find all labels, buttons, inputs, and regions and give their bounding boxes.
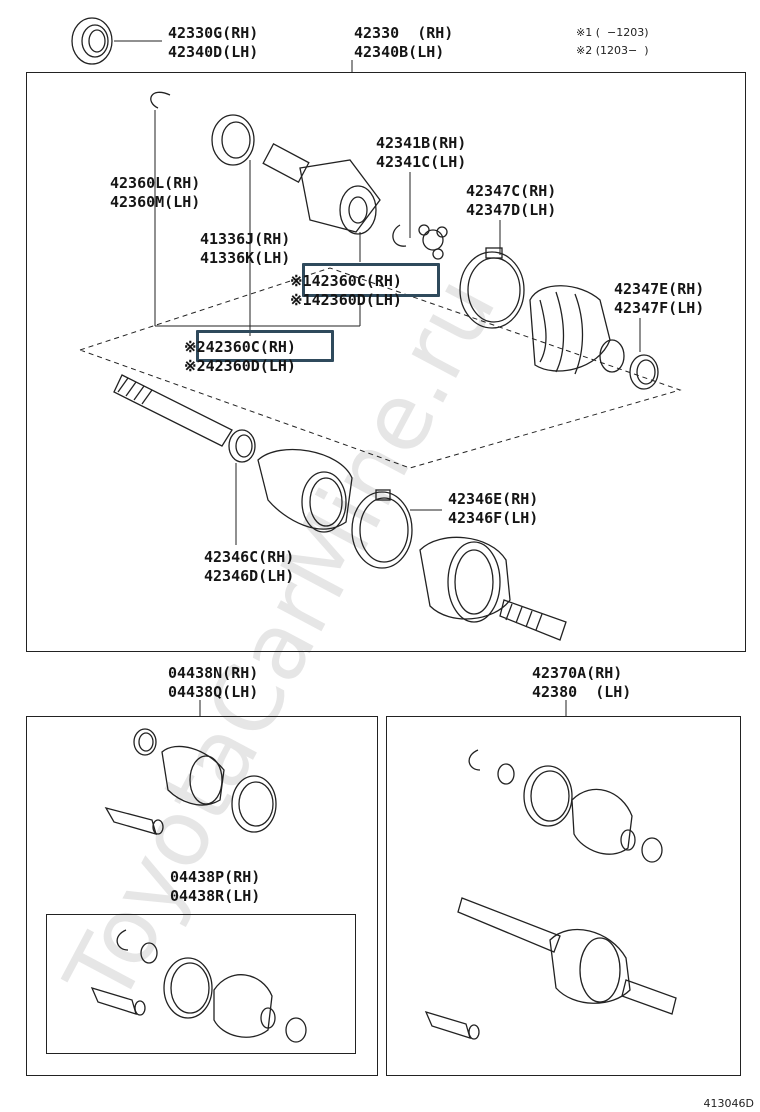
part-number-lh: ※242360D(LH) <box>184 357 296 375</box>
label-shaft-top[interactable]: 42330 (RH)42340B(LH) <box>354 24 453 62</box>
dashed-boundary <box>79 267 682 469</box>
part-number-lh: 42360M(LH) <box>110 193 201 211</box>
part-number-rh: 42330G(RH) <box>168 24 259 42</box>
assy-frame <box>386 716 741 1076</box>
part-number-rh: 42330 (RH) <box>354 24 454 42</box>
part-number-rh: 04438P(RH) <box>170 868 261 886</box>
label-inner-joint[interactable]: ※142360C(RH)※142360D(LH) <box>290 272 402 310</box>
part-number-rh: 41336J(RH) <box>200 230 291 248</box>
label-band-inboard[interactable]: 42347C(RH)42347D(LH) <box>466 182 556 220</box>
label-tripod[interactable]: 42341B(RH)42341C(LH) <box>376 134 466 172</box>
label-inboard-shaft[interactable]: 41336J(RH)41336K(LH) <box>200 230 290 268</box>
label-kit-inner[interactable]: 04438P(RH)04438R(LH) <box>170 868 260 906</box>
part-number-lh: 42347D(LH) <box>466 201 557 219</box>
part-number-rh: 42347E(RH) <box>614 280 705 298</box>
label-kit-left[interactable]: 04438N(RH)04438Q(LH) <box>168 664 258 702</box>
kit-inner-art <box>90 929 307 1043</box>
part-number-rh: 42341B(RH) <box>376 134 467 152</box>
diagram-id: 413046D <box>703 1097 754 1110</box>
part-number-lh: 42346F(LH) <box>448 509 539 527</box>
shaft-clamp-art <box>228 429 256 463</box>
drive-shaft-art <box>113 374 233 447</box>
kit-left-frame <box>26 716 378 1076</box>
part-number-rh: 42370A(RH) <box>532 664 623 682</box>
part-number-rh: ※142360C(RH) <box>290 272 402 290</box>
part-number-rh: 42360L(RH) <box>110 174 201 192</box>
assy-right-art <box>424 749 677 1040</box>
label-boot-kit-top[interactable]: 42330G(RH)42340D(LH) <box>168 24 258 62</box>
seal-ring-art <box>71 17 113 65</box>
tripod-art <box>418 224 448 260</box>
highlight-outer-c <box>196 330 334 362</box>
label-clamp-ef[interactable]: 42347E(RH)42347F(LH) <box>614 280 704 318</box>
part-number-rh: 04438N(RH) <box>168 664 259 682</box>
kit-left-art <box>104 728 277 835</box>
band-outboard-art <box>351 489 413 569</box>
highlight-inner-c <box>302 263 440 297</box>
clamp-ring-art <box>629 354 659 390</box>
note-1: ※1 ( −1203) <box>576 26 649 39</box>
part-number-lh: 42380 (LH) <box>532 683 632 701</box>
band-inboard-art <box>459 247 525 329</box>
part-number-lh: 42340B(LH) <box>354 43 445 61</box>
outboard-joint-art <box>419 536 567 641</box>
leader-lines <box>114 40 641 716</box>
inboard-housing-art <box>262 143 381 235</box>
outboard-boot-art <box>257 448 353 533</box>
boot-seal-art <box>211 114 255 166</box>
part-number-rh: 42346C(RH) <box>204 548 295 566</box>
note-2: ※2 (1203− ) <box>576 44 649 57</box>
part-number-lh: 41336K(LH) <box>200 249 291 267</box>
small-snap-ring-art <box>392 224 407 247</box>
part-number-lh: 42341C(LH) <box>376 153 467 171</box>
date-notes: ※1 ( −1203) ※2 (1203− ) <box>576 24 649 60</box>
label-band-outboard[interactable]: 42346E(RH)42346F(LH) <box>448 490 538 528</box>
inboard-boot-art <box>529 285 625 375</box>
part-number-rh: 42346E(RH) <box>448 490 539 508</box>
part-number-rh: ※242360C(RH) <box>184 338 296 356</box>
part-number-lh: 42340D(LH) <box>168 43 259 61</box>
label-clamp-outboard[interactable]: 42346C(RH)42346D(LH) <box>204 548 294 586</box>
part-number-lh: 42346D(LH) <box>204 567 295 585</box>
kit-inner-frame <box>46 914 356 1054</box>
label-assy[interactable]: 42370A(RH)42380 (LH) <box>532 664 631 702</box>
part-number-lh: 04438Q(LH) <box>168 683 259 701</box>
main-frame <box>26 72 746 652</box>
part-number-lh: 42347F(LH) <box>614 299 705 317</box>
part-number-rh: 42347C(RH) <box>466 182 557 200</box>
label-outer-joint[interactable]: ※242360C(RH)※242360D(LH) <box>184 338 296 376</box>
snap-ring-art <box>150 91 171 109</box>
part-number-lh: 04438R(LH) <box>170 887 261 905</box>
part-number-lh: ※142360D(LH) <box>290 291 402 309</box>
label-snap-ring[interactable]: 42360L(RH)42360M(LH) <box>110 174 200 212</box>
